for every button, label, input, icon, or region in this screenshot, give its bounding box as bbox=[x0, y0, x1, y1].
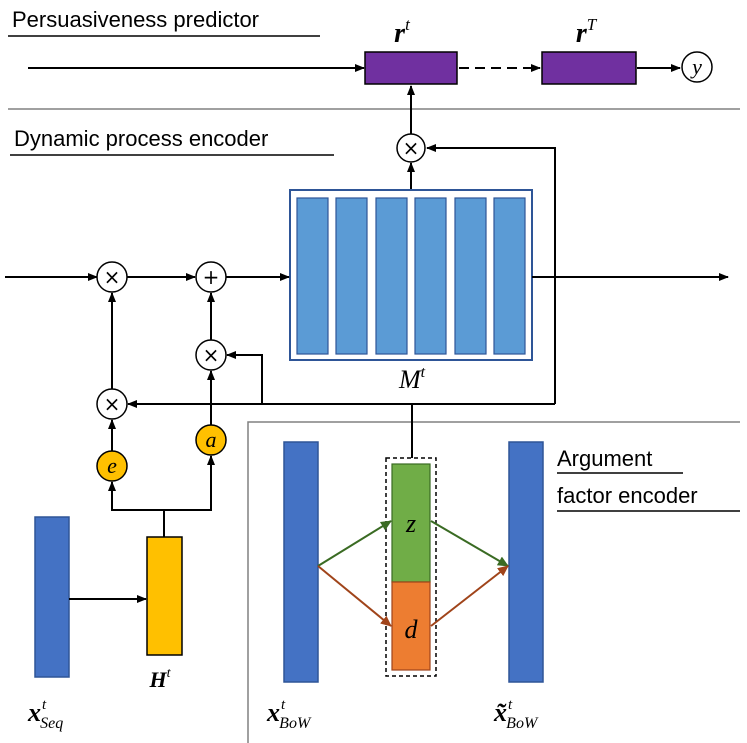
e-label: e bbox=[107, 453, 117, 478]
add-symbol: + bbox=[203, 265, 220, 289]
x-seq-block bbox=[34, 516, 70, 678]
gate-feedback-arrow bbox=[426, 144, 556, 404]
memory-slot bbox=[375, 197, 408, 355]
multiply-symbol: × bbox=[104, 265, 121, 289]
H-t-label: Ht bbox=[148, 666, 171, 692]
d-block bbox=[391, 581, 431, 671]
r-t-box bbox=[364, 51, 458, 85]
section-title-predictor: Persuasiveness predictor bbox=[12, 7, 259, 32]
memory-slot bbox=[414, 197, 447, 355]
arrow-encode-z bbox=[317, 520, 392, 567]
section-title-argument-line2: factor encoder bbox=[557, 483, 698, 508]
r-t-label: rt bbox=[394, 15, 411, 49]
x-bow-recon-block bbox=[508, 441, 544, 683]
memory-slot bbox=[296, 197, 329, 355]
r-T-box bbox=[541, 51, 637, 85]
argument-section-border bbox=[247, 421, 740, 743]
arrow-decode-d bbox=[430, 565, 509, 627]
memory-slot bbox=[454, 197, 487, 355]
section-title-dynamic: Dynamic process encoder bbox=[14, 126, 268, 151]
multiply-symbol: × bbox=[403, 136, 420, 160]
r-T-label: rT bbox=[576, 15, 598, 49]
arrow-H-to-a bbox=[164, 455, 215, 511]
multiply-symbol: × bbox=[104, 392, 121, 416]
arrow-H-to-e bbox=[108, 481, 165, 537]
section-title-argument-line1: Argument bbox=[557, 446, 652, 471]
arrow-decode-z bbox=[430, 520, 509, 567]
z-block bbox=[391, 463, 431, 583]
memory-slot bbox=[335, 197, 368, 355]
memory-slot bbox=[493, 197, 526, 355]
multiply-symbol: × bbox=[203, 343, 220, 367]
arrow-encode-d bbox=[317, 565, 392, 627]
y-output-node bbox=[681, 51, 713, 83]
gate-to-write-arrow bbox=[226, 351, 263, 404]
x-bow-block bbox=[283, 441, 319, 683]
y-label: y bbox=[690, 54, 702, 79]
memory-block bbox=[289, 189, 533, 361]
a-label: a bbox=[206, 427, 217, 452]
d-label: d bbox=[405, 615, 419, 644]
memory-slots bbox=[296, 197, 526, 355]
z-label: z bbox=[405, 509, 416, 538]
H-t-block bbox=[146, 536, 183, 656]
M-t-label: Mt bbox=[398, 364, 426, 394]
